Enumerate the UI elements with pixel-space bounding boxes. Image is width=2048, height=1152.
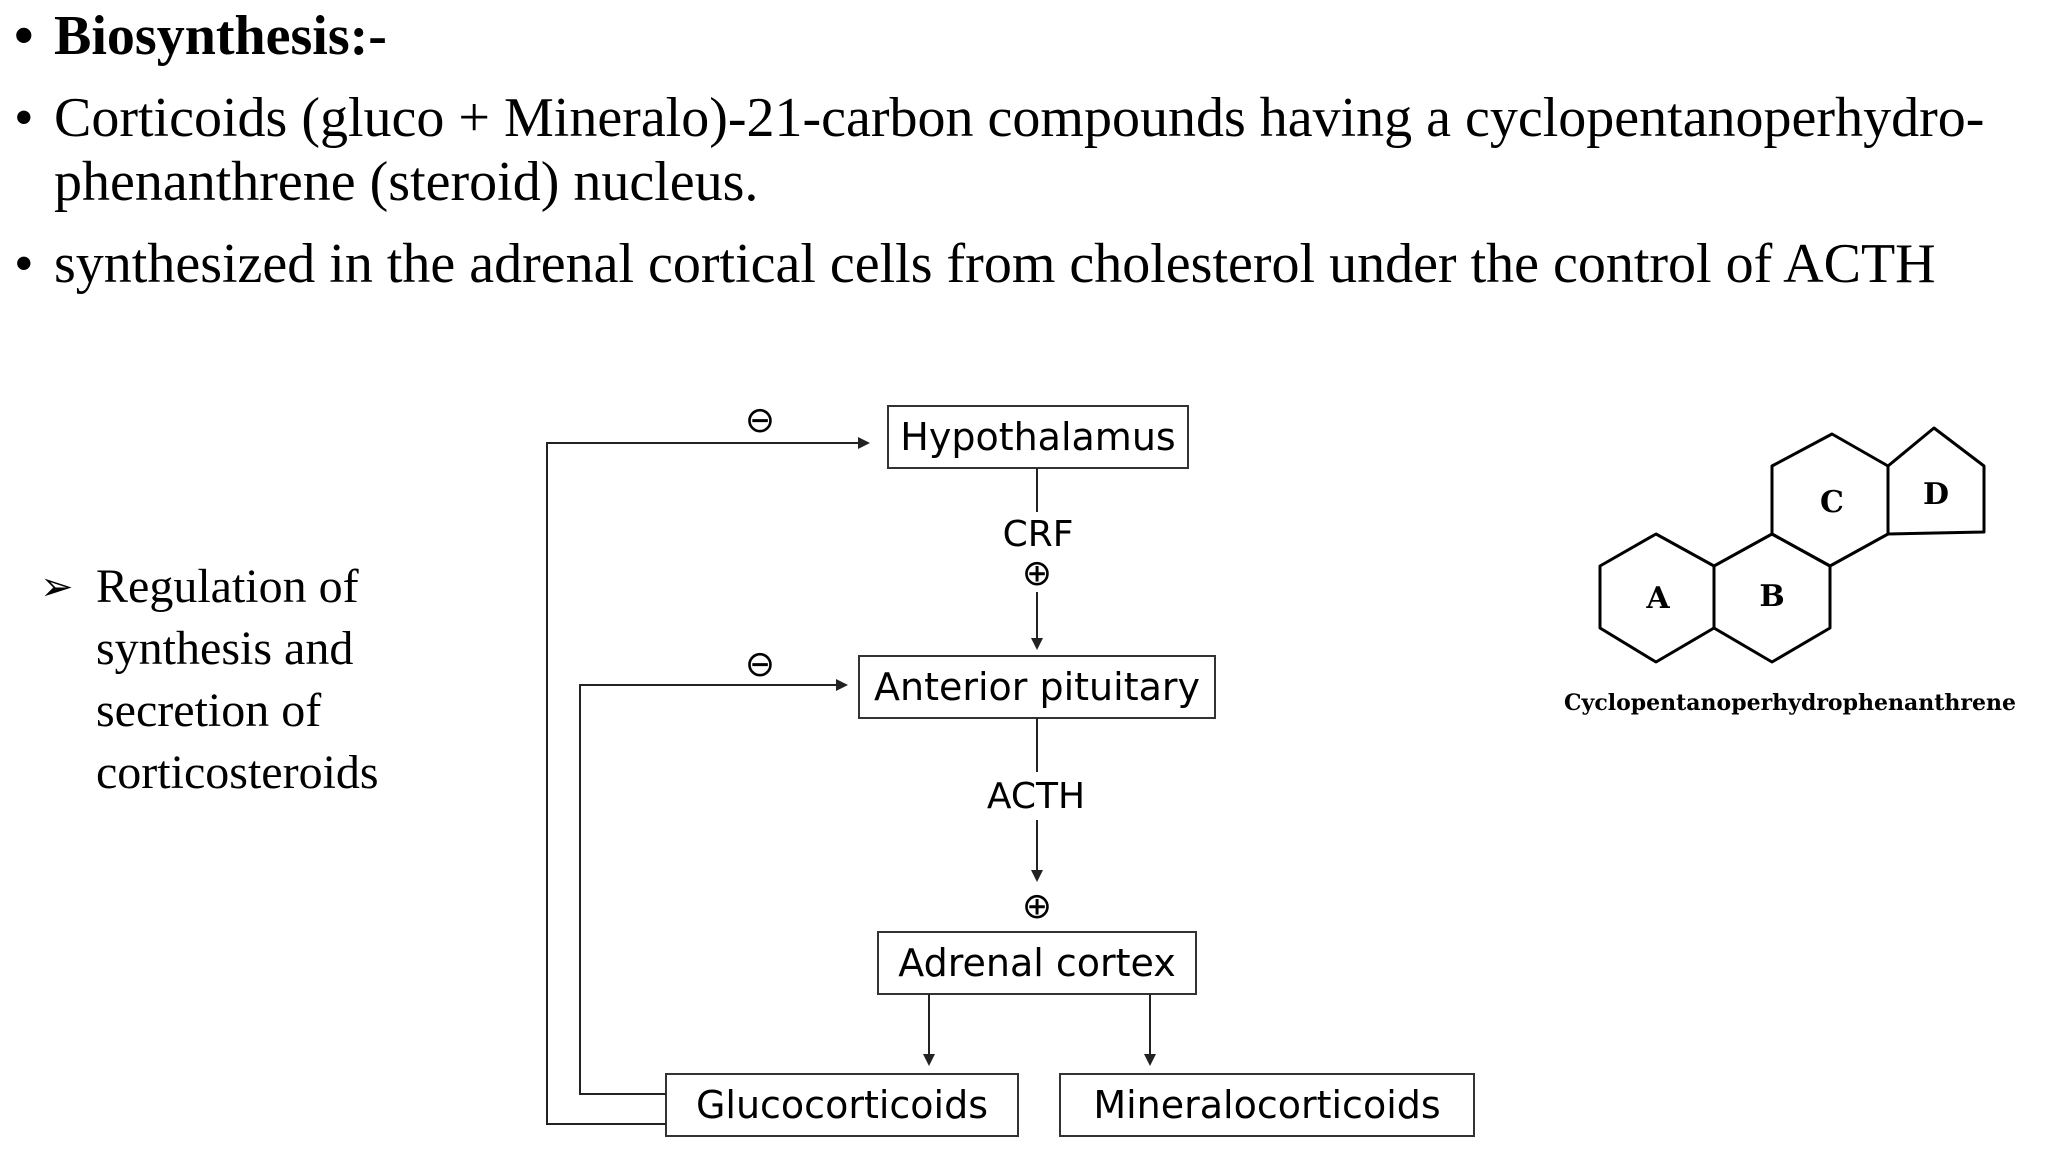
node-mineralocorticoids: Mineralocorticoids — [1059, 1073, 1475, 1137]
feedback-to-hypothalamus: ⊖ — [546, 400, 870, 1125]
node-glucocorticoids: Glucocorticoids — [665, 1073, 1019, 1137]
bullet-item: • synthesized in the adrenal cortical ce… — [14, 232, 2014, 296]
edge-crf: CRF ⊕ — [1003, 468, 1074, 650]
node-label: Hypothalamus — [900, 415, 1175, 459]
bullet-list: • Biosynthesis:- • Corticoids (gluco + M… — [14, 4, 2014, 296]
minus-sign-icon: ⊖ — [745, 644, 775, 685]
ring-label: C — [1820, 485, 1844, 520]
edge-label-crf: CRF — [1003, 514, 1074, 555]
bullet-item: • Corticoids (gluco + Mineralo)-21-carbo… — [14, 86, 2014, 214]
node-anterior-pituitary: Anterior pituitary — [858, 655, 1216, 719]
side-note-text: Regulation of synthesis and secretion of… — [96, 556, 379, 804]
bullet-text: Corticoids (gluco + Mineralo)-21-carbon … — [54, 87, 1985, 213]
edge-acth: ACTH ⊕ — [987, 718, 1085, 927]
ring-d — [1886, 426, 1986, 536]
arrow-bullet-icon: ➢ — [40, 564, 74, 609]
side-note-line: Regulation of — [96, 560, 359, 613]
plus-sign-icon: ⊕ — [1022, 553, 1052, 594]
feedback-to-anterior-pituitary: ⊖ — [579, 644, 848, 1095]
ring-label: A — [1645, 581, 1670, 616]
bullet-marker: • — [14, 87, 34, 149]
bullet-text: synthesized in the adrenal cortical cell… — [54, 233, 1936, 295]
bullet-heading: Biosynthesis:- — [54, 5, 387, 67]
node-adrenal-cortex: Adrenal cortex — [877, 931, 1197, 995]
side-note: ➢ Regulation of synthesis and secretion … — [40, 556, 379, 804]
edge-label-acth: ACTH — [987, 776, 1085, 817]
ring-label: B — [1759, 579, 1784, 614]
bullet-marker: • — [14, 233, 34, 295]
ring-label: D — [1923, 477, 1949, 512]
node-hypothalamus: Hypothalamus — [887, 405, 1189, 469]
minus-sign-icon: ⊖ — [745, 400, 775, 441]
node-label: Adrenal cortex — [898, 941, 1176, 985]
node-label: Glucocorticoids — [696, 1083, 988, 1127]
side-note-line: secretion of — [96, 684, 322, 737]
plus-sign-icon: ⊕ — [1022, 886, 1052, 927]
node-label: Mineralocorticoids — [1093, 1083, 1440, 1127]
side-note-line: corticosteroids — [96, 746, 379, 799]
structure-caption: Cyclopentanoperhydrophenanthrene — [1564, 690, 2016, 716]
bullet-marker: • — [14, 5, 34, 67]
bullet-item: • Biosynthesis:- — [14, 4, 2014, 68]
side-note-line: synthesis and — [96, 622, 354, 675]
node-label: Anterior pituitary — [874, 665, 1200, 709]
